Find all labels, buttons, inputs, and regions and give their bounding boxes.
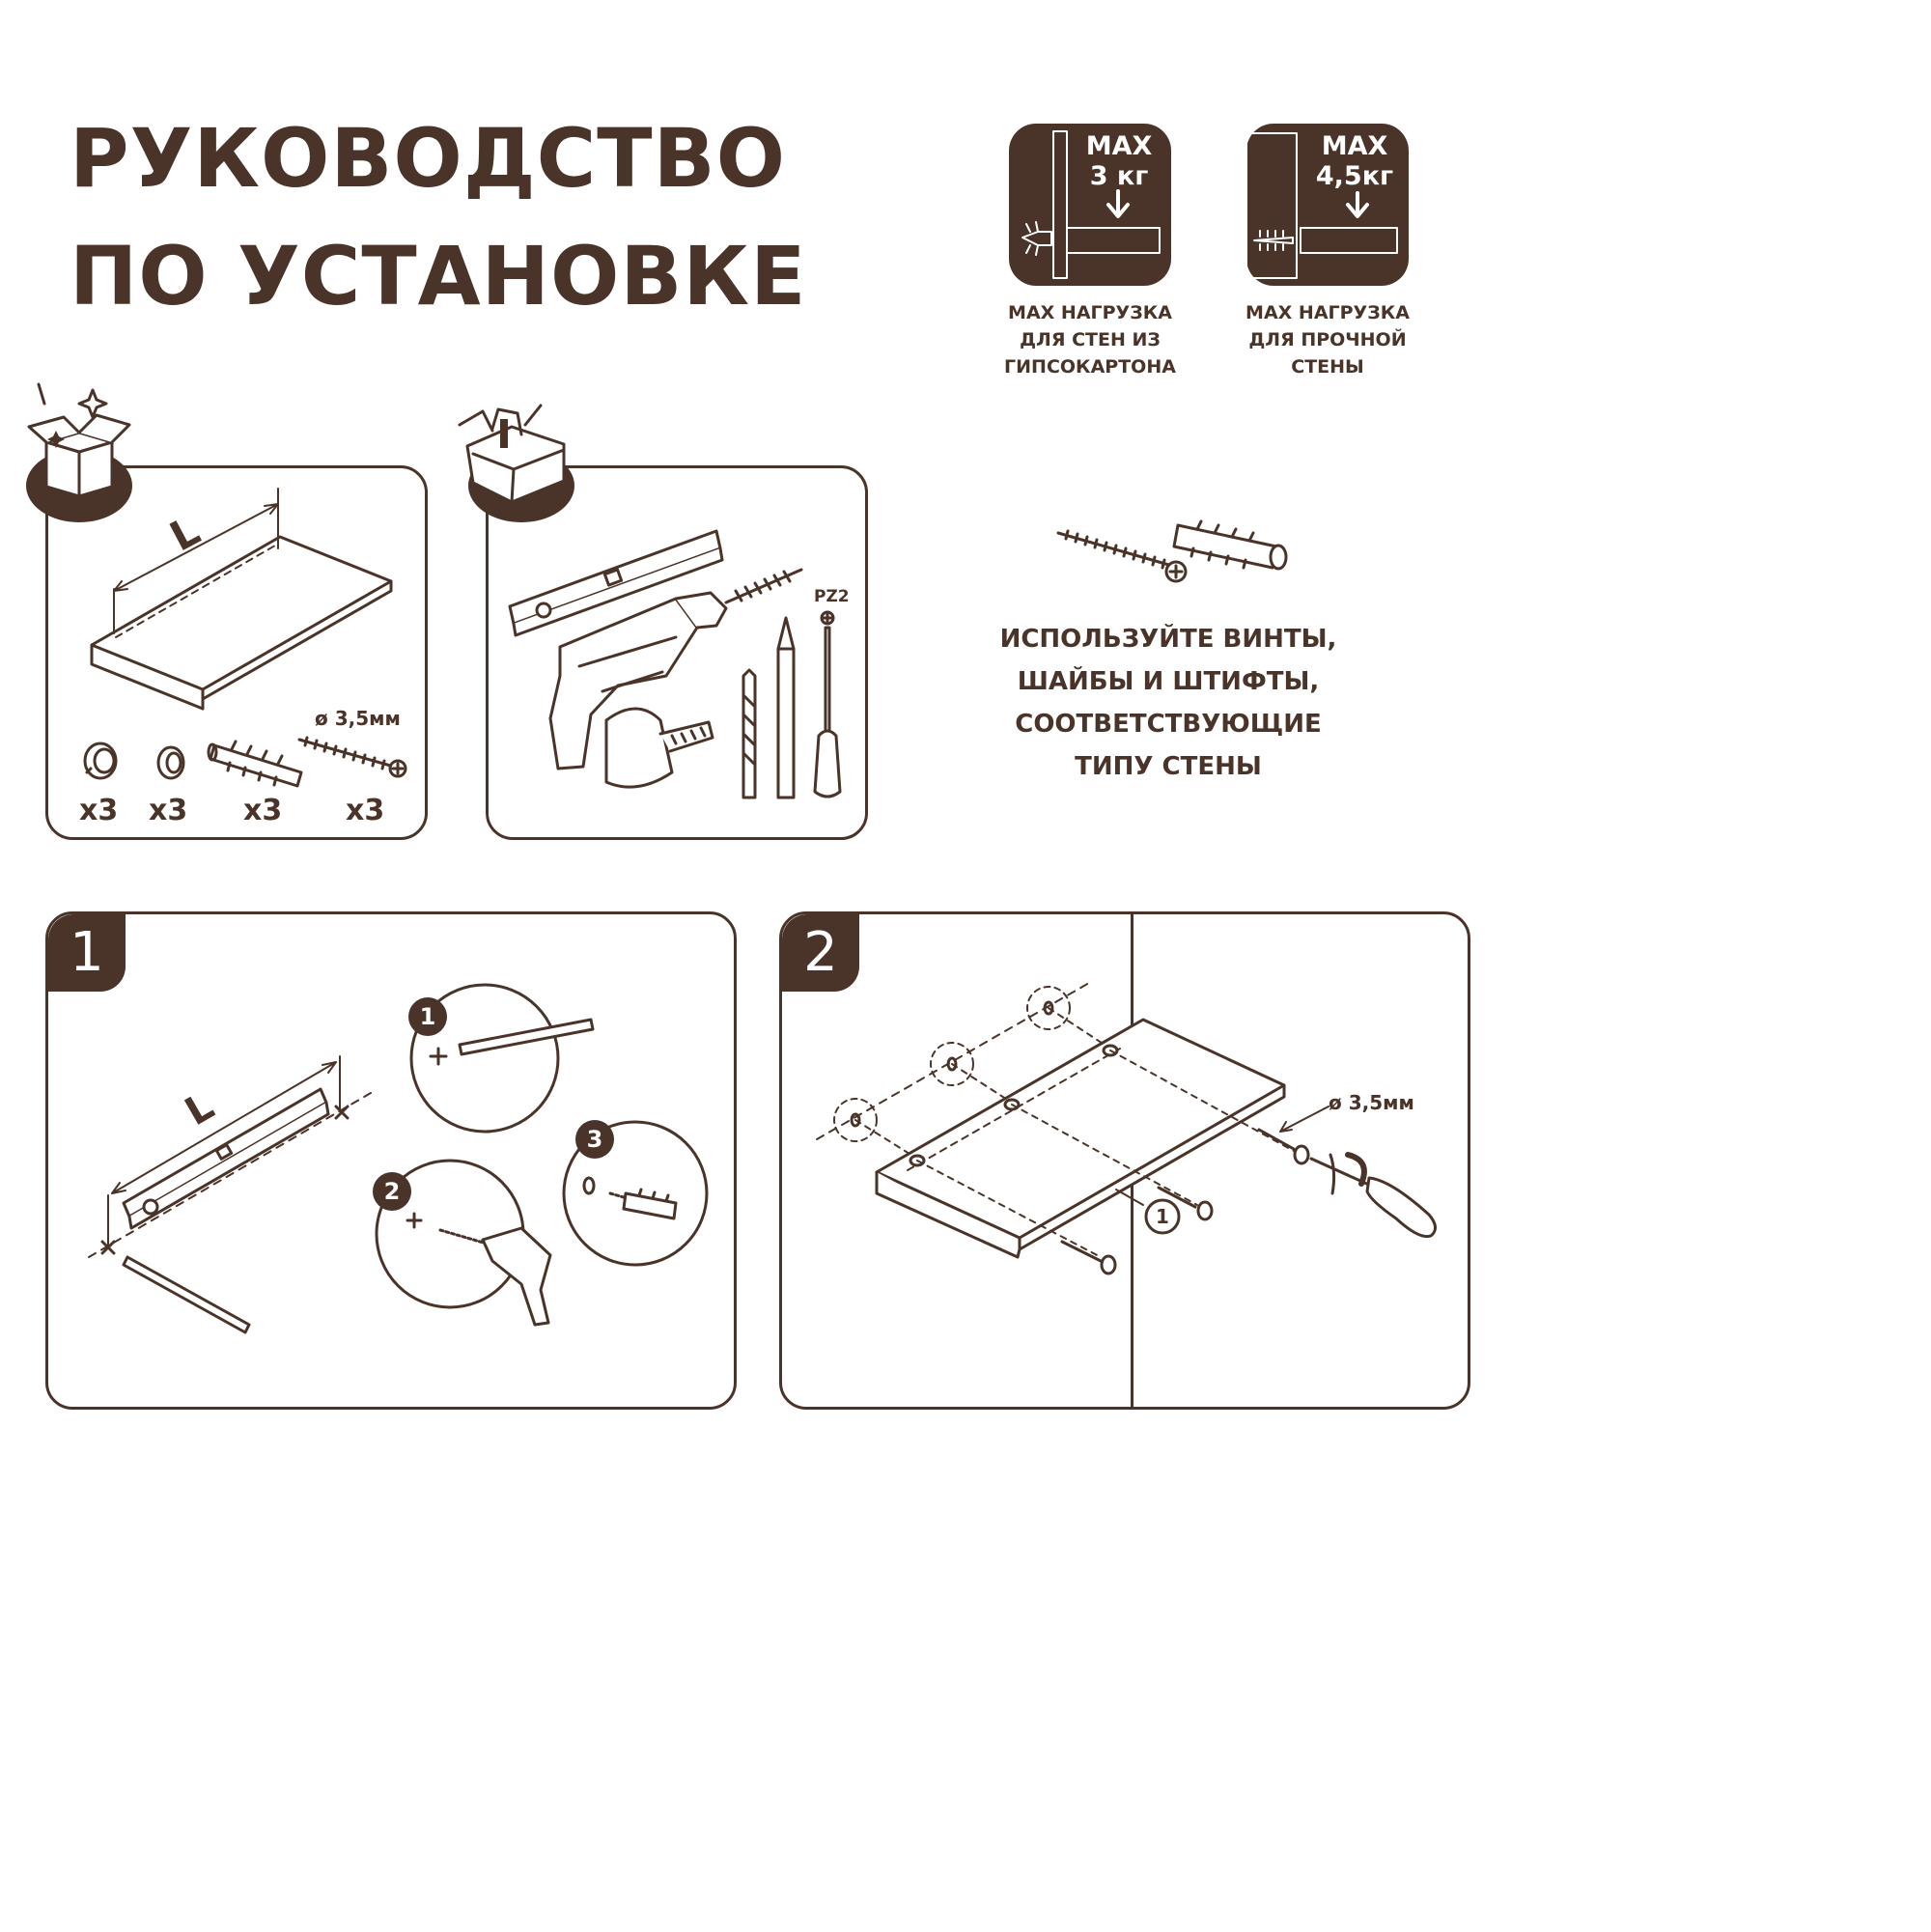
substep-2-number: 2 — [383, 1178, 401, 1205]
substep-2-badge — [373, 1172, 411, 1211]
kit-illustration — [26, 382, 407, 788]
note-line: ШАЙБЫ И ШТИФТЫ, — [1017, 667, 1320, 696]
substep-badges — [373, 997, 614, 1211]
drywall-load-badge: MAX 3 кг — [1009, 124, 1171, 286]
pencil-icon — [122, 1255, 251, 1334]
dowel-icon — [207, 740, 303, 788]
spirit-level-icon — [508, 529, 724, 637]
cap-icon — [83, 742, 118, 780]
substep-1-badge — [408, 997, 447, 1036]
drill-icon — [548, 568, 803, 770]
hardware-note: ИСПОЛЬЗУЙТЕ ВИНТЫ, ШАЙБЫ И ШТИФТЫ, СООТВ… — [956, 618, 1381, 788]
drywall-load-caption: MAX НАГРУЗКА ДЛЯ СТЕН ИЗ ГИПСОКАРТОНА — [993, 299, 1187, 380]
title-line-2: ПО УСТАНОВКЕ — [70, 229, 807, 323]
toolbox-icon — [458, 404, 574, 522]
cap-qty: x3 — [79, 794, 119, 827]
marking-lines — [88, 1055, 372, 1258]
washer-icon — [156, 745, 185, 780]
step-2-callout-number: 1 — [1156, 1205, 1169, 1228]
callout-1-mark — [1115, 1189, 1181, 1235]
substep-3-badge — [575, 1120, 614, 1159]
screw-icon — [1056, 529, 1188, 583]
shelf-drawing — [90, 488, 393, 711]
washer-qty: x3 — [149, 794, 188, 827]
solid-wall-load-caption: MAX НАГРУЗКА ДЛЯ ПРОЧНОЙ СТЕНЫ — [1231, 299, 1424, 380]
caption-line: ДЛЯ СТЕН ИЗ — [1020, 329, 1161, 350]
note-line: СООТВЕТСТВУЮЩИЕ — [1015, 710, 1322, 739]
caption-line: СТЕНЫ — [1291, 356, 1364, 378]
substep-2-mark — [375, 1159, 552, 1327]
step-2-screw-diameter: ø 3,5мм — [1329, 1091, 1414, 1114]
caption-line: MAX НАГРУЗКА — [1245, 302, 1410, 323]
screwdriver-icon — [1309, 1152, 1437, 1239]
caption-line: MAX НАГРУЗКА — [1008, 302, 1172, 323]
step-2-number: 2 — [782, 914, 859, 992]
open-box-icon — [26, 382, 132, 522]
step-1-illustration — [88, 983, 709, 1334]
caption-line: ДЛЯ ПРОЧНОЙ — [1248, 329, 1407, 350]
step-1-number: 1 — [48, 914, 126, 992]
caption-line: ГИПСОКАРТОНА — [1004, 356, 1176, 378]
solid-max-value: 4,5кг — [1315, 161, 1394, 191]
solid-wall-icon — [1245, 132, 1398, 279]
hardware-illustration — [1056, 519, 1288, 583]
screw-qty: x3 — [346, 794, 385, 827]
screw-icon — [297, 736, 407, 778]
solid-wall-load-badge: MAX 4,5кг — [1245, 124, 1409, 286]
solid-max-label: MAX — [1321, 131, 1388, 161]
screwdriver-label: PZ2 — [814, 587, 850, 606]
pencil-icon — [776, 616, 796, 799]
note-line: ТИПУ СТЕНЫ — [1075, 752, 1262, 781]
dowel-icon — [1172, 519, 1288, 571]
drill-bit-icon — [742, 668, 757, 799]
mounting-holes — [816, 982, 1111, 1160]
substep-3-number: 3 — [586, 1126, 603, 1153]
screw-icon — [1060, 1128, 1310, 1275]
tape-measure-icon — [604, 707, 714, 789]
screwdriver-icon — [813, 610, 842, 798]
dowel-qty: x3 — [243, 794, 283, 827]
title-line-1: РУКОВОДСТВО — [70, 111, 787, 206]
shelf-drawing — [875, 1018, 1286, 1259]
screw-lines — [916, 1050, 1295, 1258]
drywall-wall-icon — [1021, 130, 1161, 279]
diameter-pointer — [1279, 1106, 1329, 1133]
drywall-max-label: MAX — [1085, 131, 1153, 161]
substep-1-number: 1 — [419, 1003, 436, 1030]
note-line: ИСПОЛЬЗУЙТЕ ВИНТЫ, — [999, 625, 1337, 654]
tools-illustration — [458, 404, 842, 799]
drywall-max-value: 3 кг — [1089, 161, 1149, 191]
substep-1-mark — [409, 983, 595, 1134]
kit-screw-diameter: ø 3,5мм — [315, 707, 401, 730]
step-2-illustration — [816, 982, 1437, 1275]
spirit-level-icon — [122, 1087, 330, 1230]
